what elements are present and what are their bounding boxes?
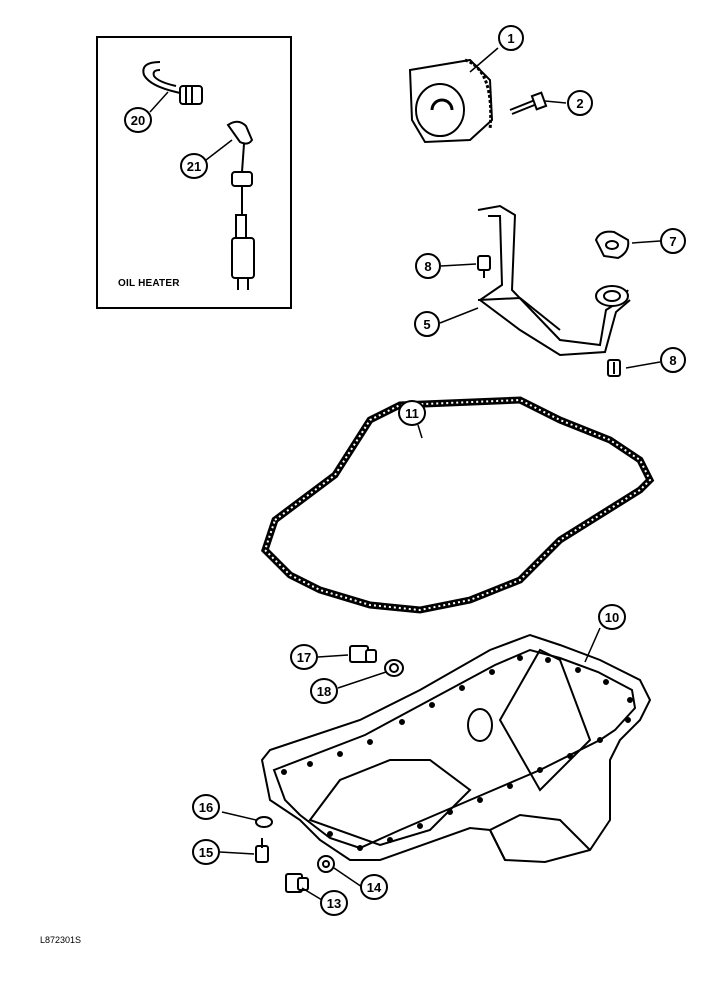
- callout-20: 20: [124, 107, 152, 133]
- callout-15: 15: [192, 839, 220, 865]
- part-8-bolt-upper: [477, 255, 491, 278]
- callout-8-lower: 8: [660, 347, 686, 373]
- part-18-washer: [384, 659, 404, 677]
- svg-text:13: 13: [327, 896, 341, 911]
- svg-text:17: 17: [297, 650, 311, 665]
- callout-5: 5: [414, 311, 440, 337]
- callout-2: 2: [567, 90, 593, 116]
- part-16-washer: [255, 816, 273, 828]
- callout-7: 7: [660, 228, 686, 254]
- svg-text:2: 2: [576, 96, 583, 111]
- part-5-suction-tube: [477, 204, 631, 357]
- svg-text:15: 15: [199, 845, 213, 860]
- callout-10: 10: [598, 604, 626, 630]
- svg-text:11: 11: [405, 406, 419, 421]
- part-11-oil-pan-gasket: [260, 396, 655, 614]
- part-7-gasket: [594, 230, 630, 260]
- part-21-heater-cord: [226, 120, 255, 290]
- callout-8-upper: 8: [415, 253, 441, 279]
- svg-text:8: 8: [669, 353, 676, 368]
- figure-reference-code: L872301S: [40, 935, 82, 945]
- part-13-plug: [285, 873, 309, 893]
- oil-heater-inset-box: [96, 36, 292, 309]
- callout-14: 14: [360, 874, 388, 900]
- callout-17: 17: [290, 644, 318, 670]
- part-1-oil-pump: [408, 58, 494, 144]
- callout-11: 11: [398, 400, 426, 426]
- svg-text:14: 14: [367, 880, 382, 895]
- leader-lines: [149, 47, 661, 901]
- part-14-washer: [317, 855, 335, 873]
- svg-text:7: 7: [669, 234, 676, 249]
- callout-16: 16: [192, 794, 220, 820]
- callout-21: 21: [180, 153, 208, 179]
- oil-heater-caption: OIL HEATER: [118, 278, 180, 289]
- svg-text:20: 20: [131, 113, 145, 128]
- callout-13: 13: [320, 890, 348, 916]
- svg-text:21: 21: [187, 159, 201, 174]
- part-8-bolt-lower: [607, 359, 621, 377]
- svg-text:18: 18: [317, 684, 331, 699]
- svg-text:10: 10: [605, 610, 619, 625]
- svg-text:16: 16: [199, 800, 213, 815]
- callout-1: 1: [498, 25, 524, 51]
- part-10-oil-pan: [260, 633, 652, 864]
- svg-text:5: 5: [423, 317, 430, 332]
- part-20-heater-element: [142, 61, 203, 105]
- svg-text:8: 8: [424, 259, 431, 274]
- part-2-bolt: [509, 91, 548, 115]
- svg-text:1: 1: [507, 31, 514, 46]
- part-17-drain-plug: [349, 645, 377, 663]
- part-15-bolt: [255, 838, 269, 863]
- callout-18: 18: [310, 678, 338, 704]
